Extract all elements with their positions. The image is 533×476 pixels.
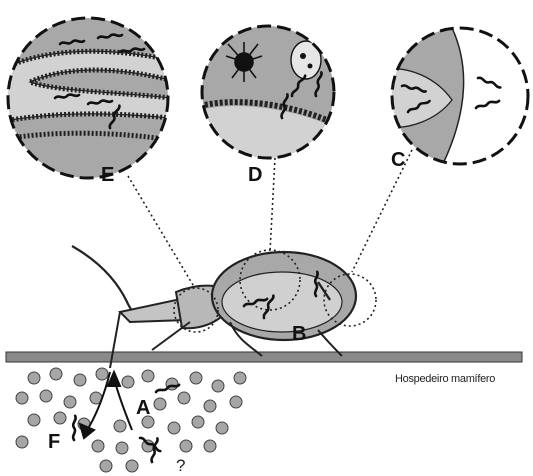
label-a: A [136, 398, 150, 418]
host-label: Hospedeiro mamífero [395, 373, 495, 385]
label-d: D [248, 165, 262, 185]
lens-c-stomach [380, 20, 528, 170]
label-e: E [101, 165, 114, 185]
leader-line-d [270, 158, 275, 252]
host-skin-line [6, 352, 522, 362]
host-blood-cells [16, 368, 246, 472]
label-question: ? [176, 456, 185, 476]
label-f: F [48, 432, 60, 452]
label-c: C [391, 150, 405, 170]
lens-e-hindgut [0, 18, 170, 178]
lens-d-midgut [200, 26, 340, 170]
leader-line-e [128, 176, 196, 290]
label-b: B [292, 324, 306, 344]
triatomine-insect [72, 246, 356, 368]
